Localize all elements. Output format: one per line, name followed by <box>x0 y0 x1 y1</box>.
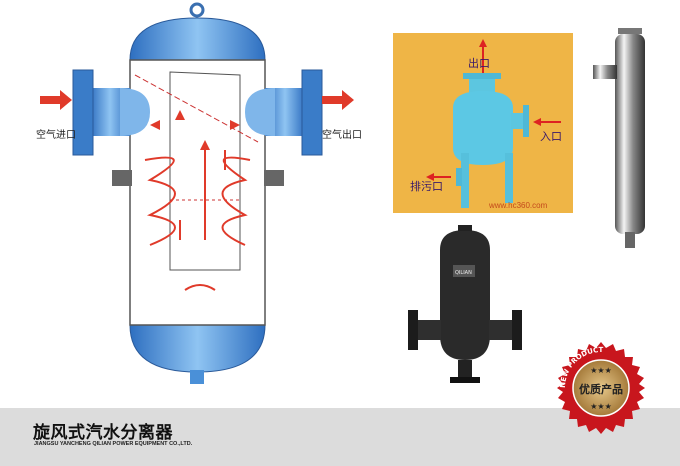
black-separator-photo: QILIAN <box>408 225 522 383</box>
inlet-label: 空气进口 <box>36 128 76 141</box>
blue-separator-photo: 出口 入口 排污口 www.hc360.com <box>393 33 573 213</box>
badge-center-text: 优质产品 <box>579 383 623 396</box>
footer-band <box>0 408 680 466</box>
new-product-badge: NEW PRODUCT ★★★ ★★★ <box>557 342 645 434</box>
inlet-label: 入口 <box>540 130 562 143</box>
star-icons: ★★★ <box>590 402 612 411</box>
watermark: www.hc360.com <box>489 201 548 210</box>
outlet-label: 空气出口 <box>322 128 362 141</box>
nameplate-text: QILIAN <box>455 270 472 276</box>
star-icons: ★★★ <box>590 366 612 375</box>
product-title: 旋风式汽水分离器 <box>33 423 173 443</box>
stainless-separator-photo <box>593 28 645 248</box>
company-name: JIANGSU YANCHENG QILIAN POWER EQUIPMENT … <box>34 441 193 447</box>
separator-cutaway-diagram: 空气进口 空气出口 <box>36 2 362 384</box>
blue-separator-illustration <box>426 39 561 208</box>
drain-label: 排污口 <box>410 180 443 193</box>
outlet-label: 出口 <box>468 57 490 70</box>
